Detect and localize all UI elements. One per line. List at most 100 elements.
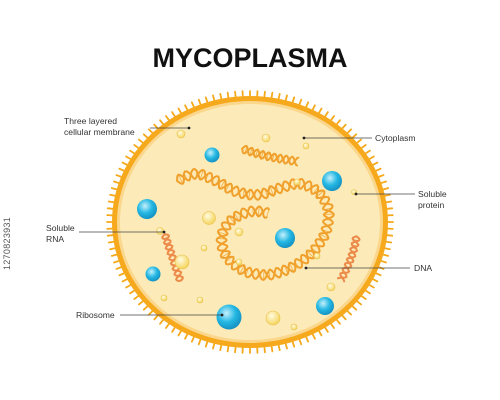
- dna-main-coil-rung: [316, 190, 324, 198]
- protein-particle: [290, 323, 298, 331]
- membrane-tick: [330, 323, 335, 329]
- dna-main-coil-rung: [266, 209, 270, 218]
- membrane-tick: [351, 305, 358, 311]
- ribosome-particle: [275, 228, 295, 248]
- rna-fragment-right-strand-1: [337, 235, 360, 280]
- membrane-tick: [386, 234, 394, 237]
- membrane-tick: [330, 115, 335, 121]
- membrane-tick: [118, 167, 125, 172]
- membrane-tick: [382, 253, 390, 257]
- membrane-tick: [190, 101, 195, 108]
- membrane-tick: [377, 174, 385, 178]
- membrane-tick: [106, 207, 114, 210]
- membrane-tick: [346, 310, 353, 316]
- leader-dot: [220, 313, 224, 317]
- membrane-tick: [109, 247, 116, 251]
- ribosome-particle: [145, 266, 161, 282]
- membrane-tick: [311, 104, 316, 111]
- membrane-tick: [165, 323, 170, 329]
- membrane-tick: [368, 284, 375, 289]
- rna-fragment-left-strand-2: [162, 233, 184, 282]
- membrane-tick: [368, 155, 375, 160]
- protein-particle: [196, 296, 204, 304]
- membrane-tick: [364, 149, 371, 155]
- membrane-tick: [360, 295, 367, 300]
- protein-particle: [261, 133, 271, 143]
- membrane-tick: [129, 149, 136, 155]
- membrane-tick: [110, 187, 118, 191]
- membrane-tick: [324, 111, 329, 118]
- dna-main-coil-rung: [219, 180, 226, 189]
- membrane-tick: [277, 344, 281, 352]
- label-membrane-line1: Three layered: [64, 116, 117, 126]
- rna-fragment-left-strand-1: [161, 233, 183, 283]
- membrane-tick: [113, 180, 120, 184]
- leader-dots: [162, 126, 358, 317]
- membrane-tick: [159, 319, 165, 325]
- membrane-tick: [121, 161, 128, 166]
- membrane-tick: [305, 336, 310, 343]
- membrane-tick: [385, 240, 393, 244]
- protein-particle: [265, 310, 281, 326]
- leader-dot: [162, 230, 166, 234]
- protein-particle: [293, 178, 301, 186]
- membrane-tick: [197, 338, 202, 346]
- membrane-tick: [197, 98, 202, 106]
- dna-fragment-top-rung: [255, 149, 259, 158]
- membrane-tick: [147, 128, 154, 134]
- leader-dot: [302, 136, 306, 140]
- membrane-tick: [190, 336, 195, 343]
- membrane-tick: [386, 207, 394, 210]
- leader-lines: [79, 127, 415, 316]
- label-dna: DNA: [414, 263, 432, 273]
- dna-main-coil-rung: [199, 169, 204, 180]
- membrane-tick: [385, 200, 393, 204]
- membrane-tick: [204, 340, 209, 348]
- membrane-tick: [382, 187, 390, 191]
- membrane-tick: [226, 91, 230, 99]
- membrane-tick: [375, 272, 382, 277]
- membrane-tick: [177, 330, 182, 337]
- membrane-tick: [277, 92, 281, 100]
- membrane-tick: [142, 133, 149, 139]
- ribosome-particle: [322, 171, 342, 191]
- membrane-tick: [171, 111, 176, 118]
- membrane-tick: [115, 174, 123, 178]
- ribosomes: [137, 147, 342, 330]
- membrane-tick: [129, 289, 136, 295]
- ribosome-particle: [216, 304, 242, 330]
- membrane-tick: [384, 247, 391, 251]
- membrane-tick: [115, 266, 123, 270]
- membrane-tick: [234, 346, 237, 354]
- protein-particle: [302, 142, 310, 150]
- protein-particle: [156, 227, 164, 235]
- dna-main-coil-rung: [306, 250, 315, 259]
- membrane-tick: [284, 94, 288, 102]
- membrane-tick: [153, 314, 159, 321]
- dna-main-coil-rung: [269, 186, 274, 196]
- membrane-tick: [324, 326, 329, 333]
- dna-main-coil-rung: [257, 206, 260, 217]
- dna-main-coil-rung: [239, 265, 245, 275]
- membrane-tick: [372, 278, 379, 283]
- membrane-tick: [356, 300, 363, 306]
- membrane-tick: [356, 138, 363, 144]
- protein-particle: [235, 258, 243, 266]
- label-cytoplasm: Cytoplasm: [375, 133, 416, 143]
- membrane-tick: [341, 123, 347, 130]
- membrane-tick: [380, 180, 387, 184]
- leader-dot: [304, 266, 308, 270]
- diagram-title: MYCOPLASMA: [153, 43, 348, 73]
- membrane-tick: [147, 310, 154, 316]
- membrane-tick: [305, 101, 310, 108]
- membrane-tick: [270, 91, 274, 99]
- membrane-tick: [298, 338, 303, 346]
- membrane-tick: [137, 300, 144, 306]
- soluble-proteins: [156, 129, 357, 331]
- membrane-tick: [364, 289, 371, 295]
- membrane-tick: [263, 90, 266, 98]
- membrane-tick: [298, 98, 303, 106]
- membrane-tick: [109, 193, 116, 197]
- dna-strands: [161, 144, 361, 283]
- dna-fragment-top-strand-1: [241, 146, 300, 166]
